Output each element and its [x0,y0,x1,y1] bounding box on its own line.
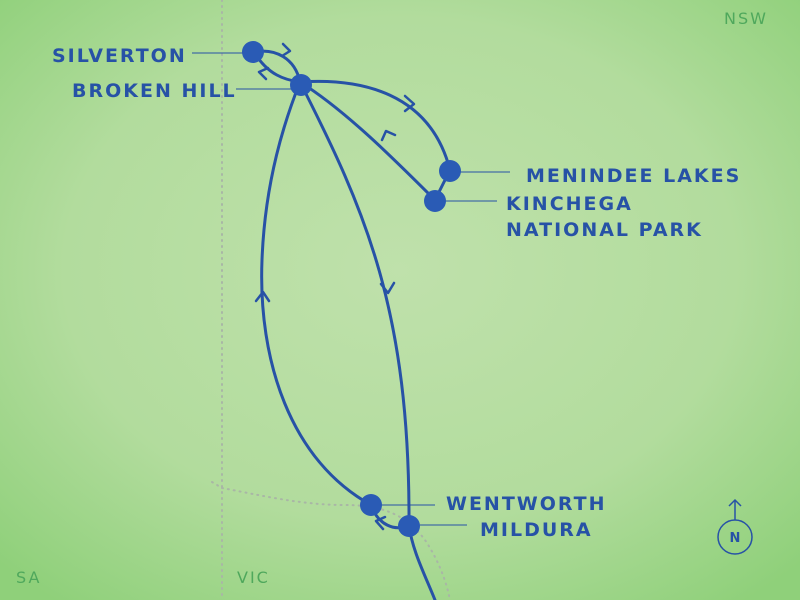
border-nsw-vic [221,487,451,601]
state-label-sa: SA [16,568,41,587]
stop-wentworth[interactable] [360,494,382,516]
label-kinchega-line2: NATIONAL PARK [506,219,703,241]
state-borders [211,0,451,601]
stop-broken-hill[interactable] [290,74,312,96]
north-arrow-icon: N [717,498,753,555]
stop-kinchega[interactable] [424,190,446,212]
stop-menindee-lakes[interactable] [439,160,461,182]
arrow-icon [280,42,292,58]
direction-arrows [254,42,416,531]
stop-mildura[interactable] [398,515,420,537]
compass-label: N [730,531,741,546]
arrow-icon [374,515,387,531]
state-label-nsw: NSW [724,9,768,28]
leader-lines [192,52,510,526]
route-broken-hill-to-menindee [298,79,452,172]
arrow-icon [257,66,270,81]
label-menindee-lakes: MENINDEE LAKES [526,165,741,187]
arrow-icon [379,281,396,295]
arrow-icon [403,94,416,113]
label-broken-hill: BROKEN HILL [72,80,237,102]
arrow-icon [380,129,397,142]
state-label-vic: VIC [237,568,270,587]
label-kinchega-line1: KINCHEGA [506,193,633,215]
label-silverton: SILVERTON [52,45,187,67]
stops [242,41,461,537]
route-wentworth-to-broken-hill [260,80,373,507]
route-broken-hill-to-mildura [298,80,411,527]
border-sa-vic-top [211,481,223,489]
label-wentworth: WENTWORTH [446,493,607,515]
arrow-icon [254,290,271,303]
route-kinchega-to-broken-hill [298,80,437,202]
stop-silverton[interactable] [242,41,264,63]
label-mildura: MILDURA [480,519,593,541]
